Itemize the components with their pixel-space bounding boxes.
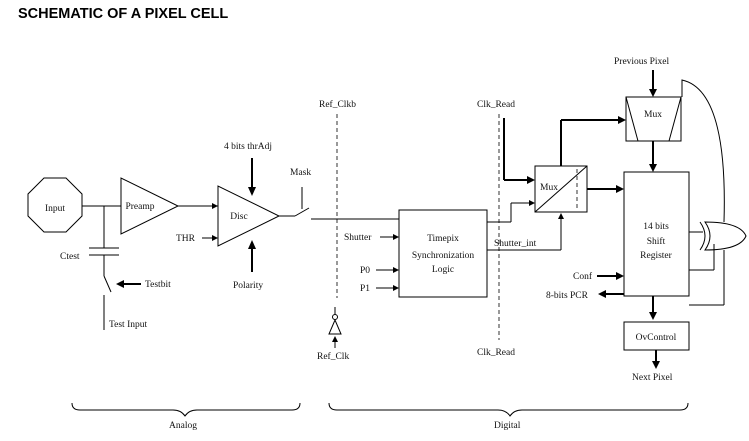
ovcontrol-block: OvControl xyxy=(623,321,690,351)
timepix-label-line3: Logic xyxy=(432,265,454,275)
digital-brace: Digital xyxy=(328,402,689,431)
input-label: Input xyxy=(45,204,65,214)
preamp-block: Preamp xyxy=(120,177,180,235)
next-pixel-label: Next Pixel xyxy=(632,373,673,383)
pcr-label: 8-bits PCR xyxy=(546,291,589,301)
thr-adj-label: 4 bits thrAdj xyxy=(224,142,272,152)
ref-clk-label: Ref_Clk xyxy=(317,351,349,362)
clk-read-bottom-label: Clk_Read xyxy=(477,348,515,358)
mux-top-block: Mux xyxy=(625,96,682,142)
timepix-sync-logic-block: Timepix Synchronization Logic xyxy=(398,209,488,298)
p1-label: P1 xyxy=(360,284,370,294)
shift-register-line1: 14 bits xyxy=(643,222,669,232)
testbit-label: Testbit xyxy=(145,280,171,290)
shutter-int-label: Shutter_int xyxy=(494,239,537,249)
ovcontrol-label: OvControl xyxy=(636,333,677,343)
xor-gate xyxy=(699,221,747,251)
mask-switch: Mask xyxy=(290,168,311,217)
polarity-label: Polarity xyxy=(233,281,263,291)
disc-block: Disc xyxy=(217,185,281,247)
timepix-label-line2: Synchronization xyxy=(412,251,475,261)
previous-pixel-label: Previous Pixel xyxy=(614,57,670,67)
ctest-capacitor: Ctest xyxy=(60,247,119,262)
shift-register-line2: Shift xyxy=(647,236,666,247)
clk-read-top-label: Clk_Read xyxy=(477,100,515,110)
input-node: Input xyxy=(27,177,83,233)
mux-top-label: Mux xyxy=(644,110,662,120)
shift-register-line3: Register xyxy=(640,251,672,261)
analog-label: Analog xyxy=(169,421,197,431)
disc-label: Disc xyxy=(230,212,247,222)
mux-middle-block: Mux xyxy=(534,165,588,213)
shift-register-block: 14 bits Shift Register xyxy=(623,171,690,297)
digital-label: Digital xyxy=(494,421,521,431)
preamp-label: Preamp xyxy=(125,202,154,212)
p0-label: P0 xyxy=(360,266,370,276)
page-title: SCHEMATIC OF A PIXEL CELL xyxy=(18,6,229,22)
thr-label: THR xyxy=(176,234,196,244)
mux-middle-label: Mux xyxy=(540,183,558,193)
ref-clk-buffer xyxy=(328,307,342,335)
ref-clkb-label: Ref_Clkb xyxy=(319,99,356,110)
test-input-label: Test Input xyxy=(109,320,147,330)
shutter-label: Shutter xyxy=(344,233,372,243)
timepix-label-line1: Timepix xyxy=(427,234,459,244)
conf-label: Conf xyxy=(573,271,593,282)
mask-label: Mask xyxy=(290,168,311,178)
testbit-switch: Testbit xyxy=(103,275,171,330)
ctest-label: Ctest xyxy=(60,252,80,262)
analog-brace: Analog xyxy=(71,402,301,431)
